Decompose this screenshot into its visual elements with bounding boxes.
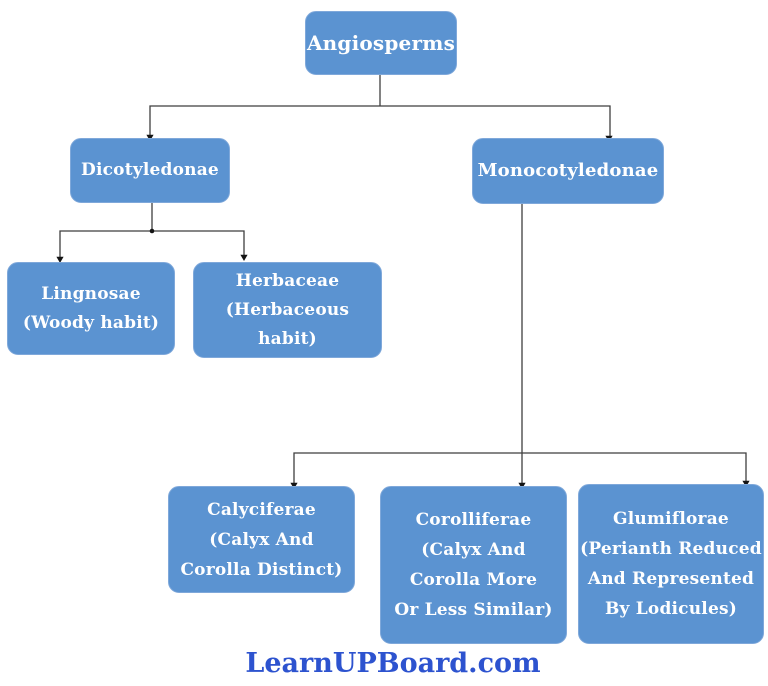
node-calyciferae-line: Corolla Distinct) (180, 559, 343, 580)
node-glumiflorae-line: (Perianth Reduced (580, 539, 762, 559)
edge-monocot-branch (293, 452, 747, 483)
node-lingnosae: Lingnosae (Woody habit) (7, 262, 175, 355)
node-corolliferae: Corolliferae (Calyx And Corolla More Or … (380, 486, 567, 644)
node-dicotyledonae-label: Dicotyledonae (81, 160, 219, 181)
node-corolliferae-line: (Calyx And (421, 540, 526, 560)
node-glumiflorae-line: Glumiflorae (613, 509, 729, 529)
node-herbaceae-line: Herbaceae (235, 270, 340, 291)
edge-root-branch (149, 105, 611, 136)
node-calyciferae-line: (Calyx And (209, 529, 314, 550)
node-corolliferae-line: Corolliferae (415, 510, 532, 530)
node-monocotyledonae: Monocotyledonae (472, 138, 664, 204)
junction-dot-dicot (149, 228, 155, 234)
site-watermark: LearnUPBoard.com (245, 648, 541, 679)
arrowhead-herbaceae (240, 254, 248, 261)
node-angiosperms: Angiosperms (305, 11, 457, 75)
node-corolliferae-line: Or Less Similar) (394, 600, 553, 620)
node-glumiflorae: Glumiflorae (Perianth Reduced And Repres… (578, 484, 764, 644)
node-herbaceae-line: (Herbaceous habit) (225, 299, 350, 349)
node-angiosperms-label: Angiosperms (306, 31, 456, 55)
node-calyciferae: Calyciferae (Calyx And Corolla Distinct) (168, 486, 355, 593)
node-glumiflorae-line: And Represented (587, 569, 755, 589)
node-corolliferae-line: Corolla More (409, 570, 538, 590)
node-calyciferae-line: Calyciferae (207, 499, 316, 520)
node-glumiflorae-line: By Lodicules) (604, 599, 737, 619)
node-lingnosae-line: Lingnosae (41, 283, 141, 304)
edge-dicot-branch (59, 230, 245, 257)
node-monocotyledonae-label: Monocotyledonae (477, 160, 659, 182)
node-lingnosae-line: (Woody habit) (22, 312, 160, 333)
node-dicotyledonae: Dicotyledonae (70, 138, 230, 203)
node-herbaceae: Herbaceae (Herbaceous habit) (193, 262, 382, 358)
